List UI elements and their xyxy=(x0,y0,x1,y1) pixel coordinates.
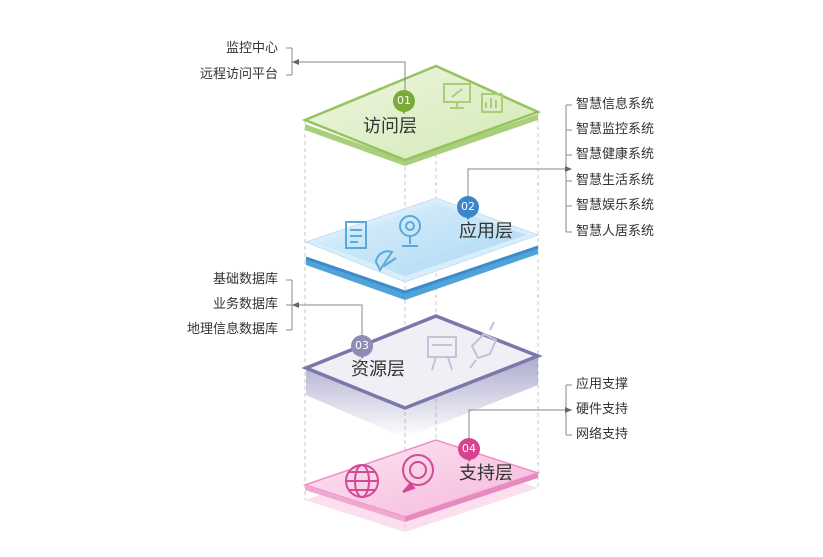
handshake-icon xyxy=(469,321,498,369)
layer-item-label: 智慧信息系统 xyxy=(576,97,655,112)
layer-item-label: 智慧人居系统 xyxy=(576,224,655,239)
monitor-icon xyxy=(443,83,471,109)
layer-item-label: 智慧娱乐系统 xyxy=(576,198,655,213)
layer-item-label: 基础数据库 xyxy=(212,272,278,287)
layer-badge: 04 xyxy=(458,438,480,462)
target-icon xyxy=(402,454,434,493)
layer-item-label: 监控中心 xyxy=(225,41,278,56)
connector-arrowheads xyxy=(292,59,572,413)
layer-item-label: 智慧健康系统 xyxy=(576,147,655,162)
access-layer-plate xyxy=(301,64,542,166)
webcam-icon xyxy=(399,215,421,247)
resource-layer-plate xyxy=(301,314,543,438)
layer-item-label: 业务数据库 xyxy=(212,297,278,312)
chart-board-icon xyxy=(481,93,503,113)
layer-badge: 01 xyxy=(393,90,415,114)
layer-item-label: 智慧监控系统 xyxy=(576,122,655,137)
presentation-icon xyxy=(427,336,457,371)
layer-item-label: 智慧生活系统 xyxy=(576,173,655,188)
layer-title: 访问层 xyxy=(363,116,417,137)
support-layer-plate xyxy=(302,439,541,532)
layer-item-label: 地理信息数据库 xyxy=(186,322,278,337)
layer-item-label: 网络支持 xyxy=(576,427,629,442)
satellite-dish-icon xyxy=(374,250,397,272)
layer-title: 应用层 xyxy=(459,221,513,242)
layer-title: 支持层 xyxy=(459,463,513,484)
globe-icon xyxy=(345,464,379,498)
layer-badge: 03 xyxy=(351,335,373,359)
layer-item-label: 远程访问平台 xyxy=(199,67,278,82)
layer-badge: 02 xyxy=(457,196,479,220)
layer-item-label: 应用支撑 xyxy=(576,377,629,392)
layer-item-label: 硬件支持 xyxy=(576,402,629,417)
application-layer-plate xyxy=(304,197,540,300)
layer-title: 资源层 xyxy=(351,359,405,380)
document-icon xyxy=(345,221,367,249)
